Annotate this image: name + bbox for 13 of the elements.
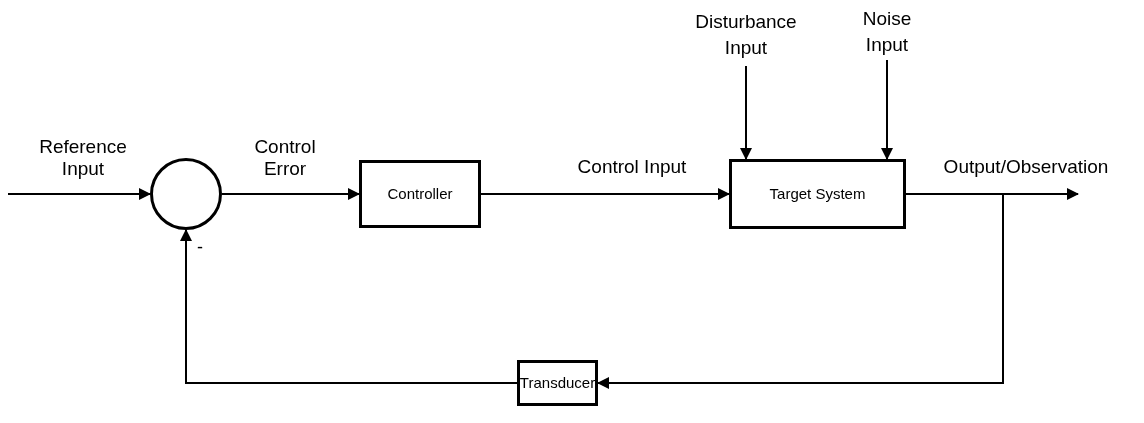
input-label: Disturbance Input	[680, 4, 812, 66]
block-box: Transducer	[517, 360, 598, 406]
arrow	[480, 188, 730, 200]
arrow	[740, 65, 752, 160]
arrow	[180, 229, 518, 384]
block-box: Target System	[729, 159, 906, 229]
arrow	[7, 188, 151, 200]
arrow	[881, 59, 893, 160]
block-box: Controller	[359, 160, 481, 228]
arrow	[597, 193, 1004, 389]
input-label: Noise Input	[846, 4, 928, 60]
minus-sign: -	[197, 237, 203, 257]
arrow	[221, 188, 360, 200]
